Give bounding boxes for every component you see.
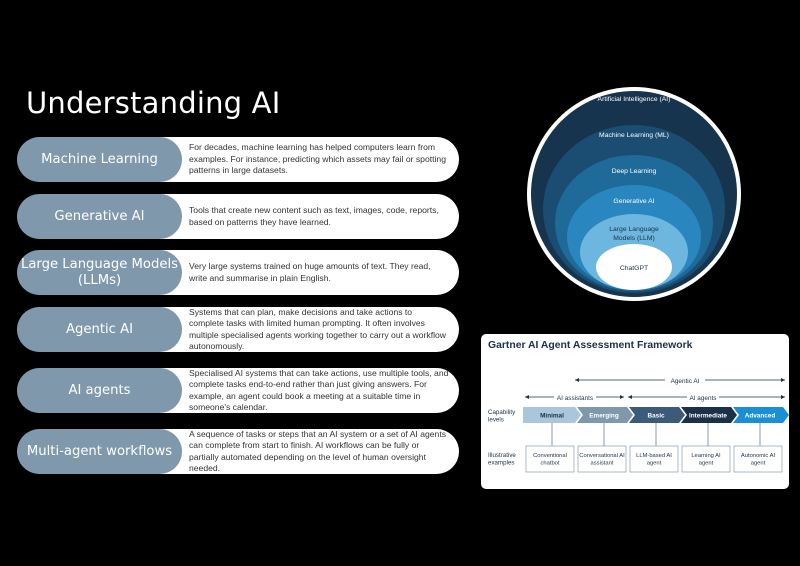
example-box: [577, 445, 627, 473]
ring-label-deep-learning: Deep Learning: [611, 168, 657, 175]
definition-term: Large Language Models (LLMs): [17, 250, 182, 295]
level-label-minimal: Minimal: [540, 412, 564, 419]
capability-label-line-2: levels: [488, 417, 504, 424]
definition-term: Machine Learning: [17, 137, 182, 182]
level-chevron-minimal: [523, 407, 581, 423]
definition-term: Generative AI: [17, 194, 182, 239]
label-background: [687, 392, 719, 402]
definition-row-machine-learning: For decades, machine learning has helped…: [17, 137, 459, 182]
level-chevron-emerging: [577, 407, 633, 423]
capability-label-line-1: Capability: [488, 409, 516, 416]
example-box: [733, 445, 783, 473]
ai-assistants-label: AI assistants: [557, 395, 593, 402]
level-label-intermediate: Intermediate: [689, 412, 727, 419]
example-box: [525, 445, 575, 473]
capability-levels-label: Capability levels: [488, 409, 517, 424]
level-label-emerging: Emerging: [589, 412, 619, 419]
ai-agents-label: AI agents: [689, 395, 716, 402]
ring-label-chatgpt: ChatGPT: [619, 265, 649, 272]
label-background: [665, 375, 705, 385]
definition-term: AI agents: [17, 368, 182, 413]
definition-row-ai-agents: Specialised AI systems that can take act…: [17, 368, 459, 413]
level-chevron-intermediate: [681, 407, 737, 423]
arrow-left-icon: [525, 395, 529, 399]
ring-label-ai: Artificial Intelligence (AI): [597, 96, 671, 103]
arrow-right-icon: [781, 378, 785, 382]
level-chevron-basic: [629, 407, 685, 423]
definition-row-generative-ai: Tools that create new content such as te…: [17, 194, 459, 239]
definition-row-multi-agent-workflows: A sequence of tasks or steps that an AI …: [17, 429, 459, 474]
ring-label-llm: Large Language Models (LLM): [609, 226, 659, 242]
ring-label-ml: Machine Learning (ML): [599, 132, 669, 139]
level-chevron-advanced: [733, 407, 789, 423]
arrow-left-icon: [575, 378, 579, 382]
illustrative-examples-label: Illustrative examples: [488, 452, 518, 467]
label-background: [554, 392, 596, 402]
gartner-framework-card: Gartner AI Agent Assessment Framework Ag…: [481, 334, 789, 489]
examples-label-line-2: examples: [488, 460, 514, 467]
definition-term: Multi-agent workflows: [17, 429, 182, 474]
example-box: [629, 445, 679, 473]
arrow-left-icon: [628, 395, 632, 399]
example-box: [681, 445, 731, 473]
definition-term: Agentic AI: [17, 307, 182, 352]
ring-label-generative-ai: Generative AI: [613, 198, 655, 205]
level-label-advanced: Advanced: [745, 412, 776, 419]
ring-chatgpt: [596, 244, 672, 290]
arrow-right-icon: [781, 395, 785, 399]
gartner-framework-diagram: Agentic AI AI assistants AI agents Capab…: [488, 375, 789, 473]
examples-label-line-1: Illustrative: [488, 452, 516, 459]
gartner-title: Gartner AI Agent Assessment Framework: [488, 340, 693, 351]
agentic-ai-label: Agentic AI: [671, 378, 700, 385]
page-title: Understanding AI: [26, 86, 281, 120]
arrow-right-icon: [620, 395, 624, 399]
definition-row-llms: Very large systems trained on huge amoun…: [17, 250, 459, 295]
definition-row-agentic-ai: Systems that can plan, make decisions an…: [17, 307, 459, 352]
level-label-basic: Basic: [647, 412, 664, 419]
ai-nested-circles-diagram: Artificial Intelligence (AI) Machine Lea…: [527, 87, 741, 301]
